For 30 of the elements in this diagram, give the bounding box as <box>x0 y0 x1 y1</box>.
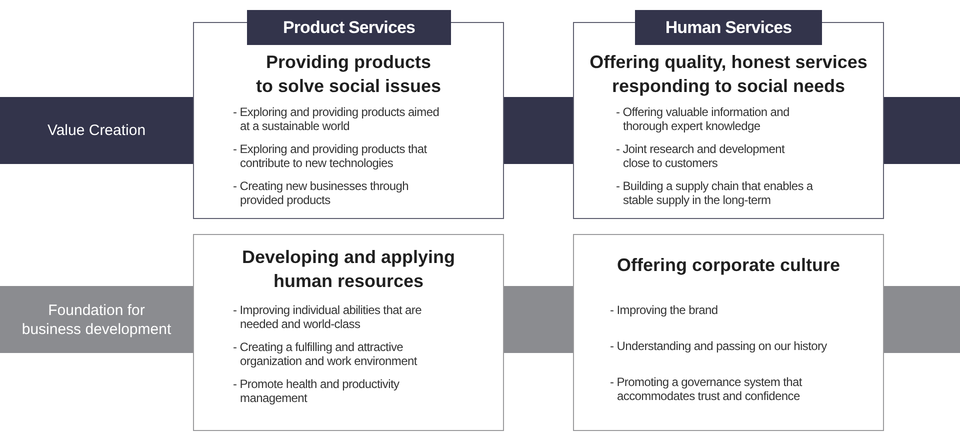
bullet-item: - Joint research and development close to customers <box>616 142 786 170</box>
band-bar <box>504 97 573 164</box>
bullet-item: - Creating a fulfilling and attractive organization and work environment <box>233 340 418 368</box>
bullet-item: - Creating new businesses through provided products <box>233 179 410 207</box>
content-box <box>193 22 504 219</box>
bullet-item: - Promote health and productivity management <box>233 377 400 405</box>
content-box <box>573 22 884 219</box>
band-label: Foundation for business development <box>20 300 172 338</box>
band-bar <box>0 286 193 353</box>
band-bar <box>0 97 193 164</box>
content-box <box>573 234 884 431</box>
box-heading: Offering corporate culture <box>616 254 842 277</box>
bullet-item: - Understanding and passing on our history <box>610 339 828 353</box>
tab-header: Product Services <box>247 10 451 45</box>
band-bar <box>884 286 960 353</box>
bullet-item: - Promoting a governance system that accommodates trust and confidence <box>610 375 804 403</box>
box-heading: Developing and applying human resources <box>240 246 456 293</box>
bullet-item: - Offering valuable information and thorough expert knowledge <box>616 105 790 133</box>
band-bar <box>504 286 573 353</box>
band-bar <box>884 97 960 164</box>
bullet-item: - Building a supply chain that enables a stable supply in the long-term <box>616 179 814 207</box>
content-box <box>193 234 504 431</box>
bullet-item: - Exploring and providing products that contribute to new technologies <box>233 142 428 170</box>
band-label: Value Creation <box>47 121 146 140</box>
box-heading: Offering quality, honest services responding to social needs <box>588 51 868 98</box>
tab-header: Human Services <box>635 10 822 45</box>
box-heading: Providing products to solve social issues <box>256 51 442 98</box>
bullet-item: - Exploring and providing products aimed at a sustainable world <box>233 105 440 133</box>
bullet-item: - Improving individual abilities that are needed and world-class <box>233 303 422 331</box>
bullet-item: - Improving the brand <box>610 303 719 317</box>
